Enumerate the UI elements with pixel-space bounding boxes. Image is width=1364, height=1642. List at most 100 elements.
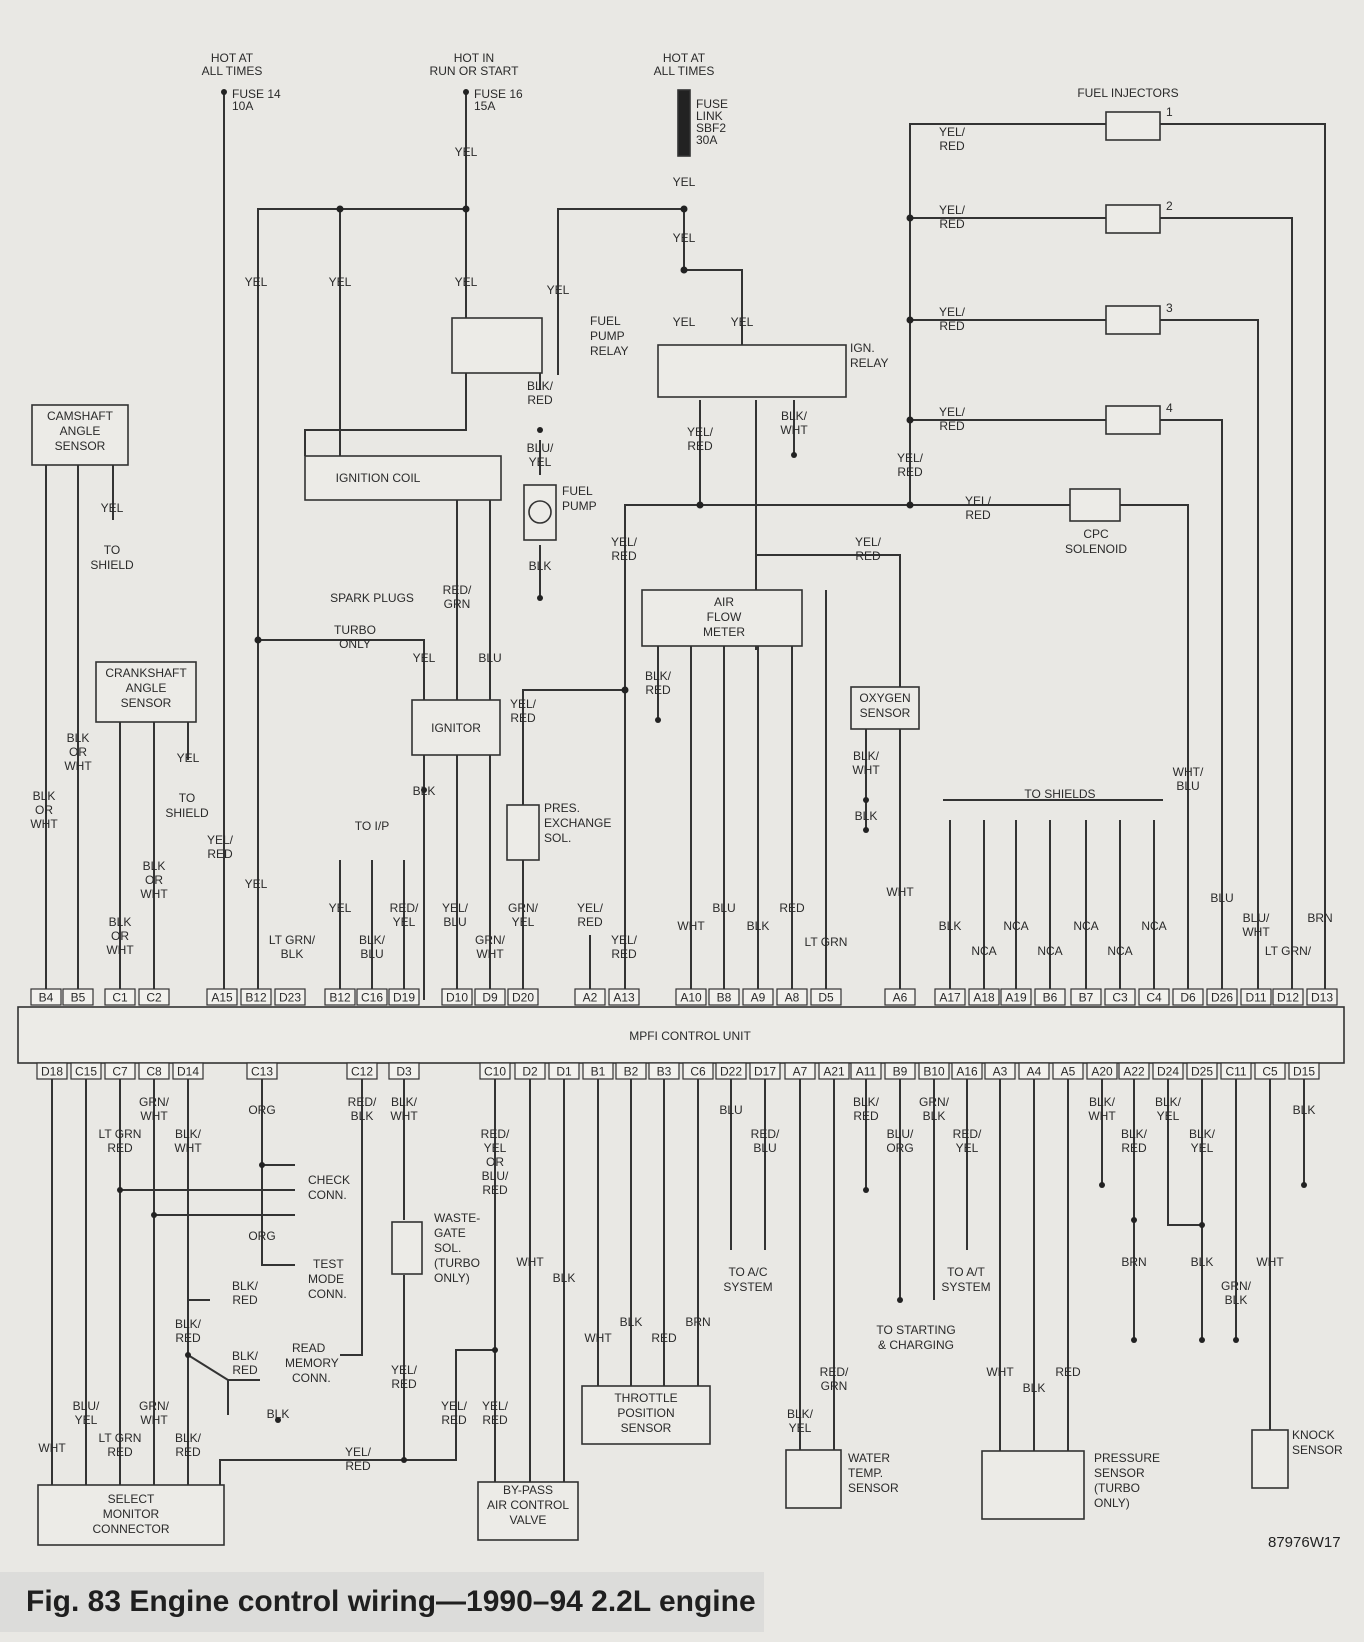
wire-label: YEL xyxy=(245,275,268,289)
wire-label: NCA xyxy=(1141,919,1166,933)
ecu-pin-box xyxy=(615,1062,647,1080)
wire-label: BLK/RED xyxy=(645,669,672,697)
ecu-pin-box xyxy=(346,1062,378,1080)
ecu-pin-box xyxy=(648,1062,680,1080)
ecu-pin-box xyxy=(884,1062,916,1080)
ecu-pin-box xyxy=(784,1062,816,1080)
ecu-title: MPFI CONTROL UNIT xyxy=(629,1029,751,1043)
wire-label: YEL xyxy=(329,901,352,915)
wire-label: RED/GRN xyxy=(820,1365,849,1393)
wire-label: YEL/RED xyxy=(510,697,537,725)
ecu-pin-label: C2 xyxy=(146,991,162,1005)
ecu-pin-box xyxy=(70,1062,102,1080)
wire-label: YEL/RED xyxy=(687,425,714,453)
wire-label: BLK xyxy=(529,559,552,573)
water-temp-box xyxy=(785,1449,842,1509)
wire-label: YEL xyxy=(673,175,696,189)
wire-label: ORG xyxy=(248,1103,275,1117)
wire-label: YEL/RED xyxy=(345,1445,372,1473)
ign-relay-box xyxy=(657,344,847,398)
wire-label: BLK/RED xyxy=(175,1431,202,1459)
ecu-pin-box xyxy=(934,988,966,1006)
ecu-pin-label: D10 xyxy=(446,991,468,1005)
wire-label: YEL/BLU xyxy=(442,901,469,929)
wire-label: YEL/RED xyxy=(939,405,966,433)
ecu-pin-box xyxy=(172,1062,204,1080)
wire-label: YEL/RED xyxy=(897,451,924,479)
ecu-pin-box xyxy=(1206,988,1238,1006)
ecu-pin-box xyxy=(1052,1062,1084,1080)
ecu-pin-label: D22 xyxy=(720,1065,742,1079)
ecu-pin-box xyxy=(708,988,740,1006)
wire-label: RED/YEL xyxy=(953,1127,982,1155)
ecu-pin-label: D3 xyxy=(396,1065,412,1079)
wire-label: YEL/RED xyxy=(939,125,966,153)
wire-label: RED/BLK xyxy=(348,1095,377,1123)
wire-label: RED/GRN xyxy=(443,583,472,611)
ecu-pin-box xyxy=(388,988,420,1006)
ecu-pin-box xyxy=(1086,1062,1118,1080)
wire-label: WHT/BLU xyxy=(1173,765,1204,793)
ecu-pin-box xyxy=(1000,988,1032,1006)
ecu-pin-label: A19 xyxy=(1005,991,1027,1005)
ecu-pin-label: A7 xyxy=(793,1065,808,1079)
cpc-solenoid-box xyxy=(1069,488,1121,522)
wire-label: YEL xyxy=(673,231,696,245)
wire-label: YEL/RED xyxy=(939,203,966,231)
ecu-pin-box xyxy=(682,1062,714,1080)
to-shields-label: TO SHIELDS xyxy=(1024,787,1095,801)
ecu-pin-box xyxy=(441,988,473,1006)
ecu-pin-box xyxy=(138,1062,170,1080)
wire-label: WHT xyxy=(886,885,914,899)
camshaft-sensor-box xyxy=(31,404,129,466)
wire-label: BLU/YEL xyxy=(73,1399,100,1427)
ecu-pin-box xyxy=(1118,1062,1150,1080)
wire-label: GRN/YEL xyxy=(508,901,539,929)
wire-label: YEL xyxy=(413,651,436,665)
wire-label: NCA xyxy=(1073,919,1098,933)
mpfi-control-unit xyxy=(17,1006,1345,1064)
wire-label: NCA xyxy=(1037,944,1062,958)
wire-label: BLK/WHT xyxy=(1088,1095,1116,1123)
ecu-pin-label: A6 xyxy=(893,991,908,1005)
figure-code: 87976W17 xyxy=(1268,1534,1341,1551)
ecu-pin-box xyxy=(1220,1062,1252,1080)
ecu-pin-box xyxy=(274,988,306,1006)
wire-label: YEL xyxy=(547,283,570,297)
wire-label: BLK/BLU xyxy=(359,933,386,961)
wire-label: GRN/BLK xyxy=(1221,1279,1252,1307)
to-ip-label: TO I/P xyxy=(355,819,389,833)
ecu-pin-label: B5 xyxy=(71,991,86,1005)
wire-label: BLK/RED xyxy=(853,1095,880,1123)
wire-label: BLK xyxy=(939,919,962,933)
ecu-pin-label: C5 xyxy=(1262,1065,1278,1079)
wire-label: YEL/RED xyxy=(611,933,638,961)
ecu-pin-box xyxy=(984,1062,1016,1080)
wire-label: YEL xyxy=(329,275,352,289)
ecu-pin-box xyxy=(36,1062,68,1080)
ecu-pin-label: A10 xyxy=(680,991,702,1005)
ecu-pin-box xyxy=(608,988,640,1006)
wire-label: ORG xyxy=(248,1229,275,1243)
wire-label: BLU xyxy=(478,651,501,665)
ecu-pin-label: A4 xyxy=(1027,1065,1042,1079)
wire-label: WHT xyxy=(584,1331,612,1345)
wire-label: WHT xyxy=(986,1365,1014,1379)
ecu-pin-box xyxy=(240,988,272,1006)
wire-label: BLK xyxy=(1191,1255,1214,1269)
ecu-pin-box xyxy=(388,1062,420,1080)
wire-label: BLK xyxy=(413,784,436,798)
